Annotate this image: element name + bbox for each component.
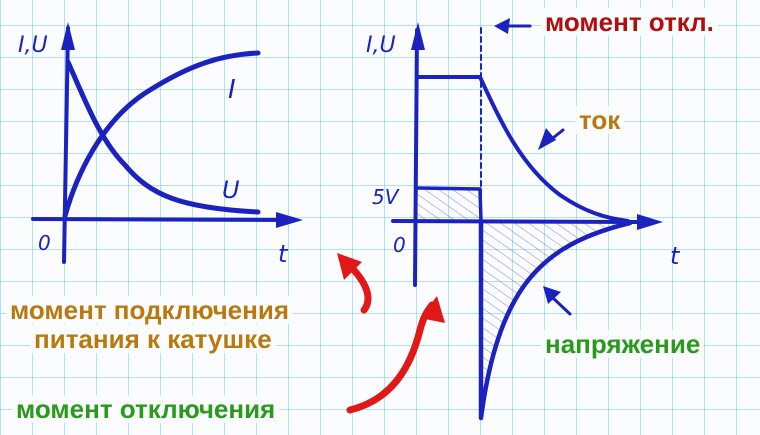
left-y-axis-label: I,U [18, 33, 48, 58]
right-x-axis [391, 219, 652, 224]
hatch-negative-voltage [481, 222, 630, 415]
power-on-arrow-head-icon [337, 253, 362, 280]
right-5v-label: 5V [372, 185, 400, 209]
left-origin-label: 0 [38, 231, 51, 255]
voltage-pointer-arrow-icon [543, 286, 561, 304]
left-y-arrow-icon [61, 22, 75, 50]
voltage-pointer-arrow [551, 296, 572, 316]
left-y-axis [62, 26, 70, 264]
left-curve-I [62, 50, 261, 219]
power-on-label-line2: питания к катушке [30, 325, 276, 353]
right-x-axis-label: t [670, 242, 681, 270]
switch-off-pointer-arrow-red [346, 301, 436, 414]
switch-off-arrow-head-icon [420, 296, 445, 323]
switch-off-moment-short-label: момент откл. [541, 8, 718, 36]
right-graph [391, 18, 663, 421]
right-y-axis-label: I,U [366, 33, 396, 58]
right-y-arrow-icon [411, 22, 425, 50]
left-curve-I-label: I [228, 75, 236, 105]
left-curve-U-label: U [222, 176, 240, 204]
switch-off-moment-label: момент отключения [12, 395, 280, 423]
hatch-positive-voltage [417, 190, 480, 220]
left-graph [31, 22, 303, 264]
power-on-pointer-arrow [348, 264, 372, 314]
left-curve-U [65, 59, 261, 215]
left-x-axis [31, 217, 292, 222]
right-5v-line [416, 186, 483, 223]
left-x-axis-label: t [278, 240, 289, 268]
voltage-label: напряжение [541, 330, 705, 358]
right-current-curve [416, 75, 630, 223]
right-origin-label: 0 [393, 233, 406, 257]
power-on-label-line1: момент подключения [6, 296, 294, 324]
right-x-arrow-icon [637, 214, 663, 230]
right-y-axis [413, 28, 419, 287]
red-arrows [346, 264, 436, 414]
current-label: ток [575, 106, 625, 134]
left-x-arrow-icon [276, 212, 303, 228]
right-voltage-curve [478, 219, 633, 421]
current-pointer-arrow-icon [538, 128, 556, 150]
switch-off-pointer-arrow-icon [494, 18, 510, 34]
